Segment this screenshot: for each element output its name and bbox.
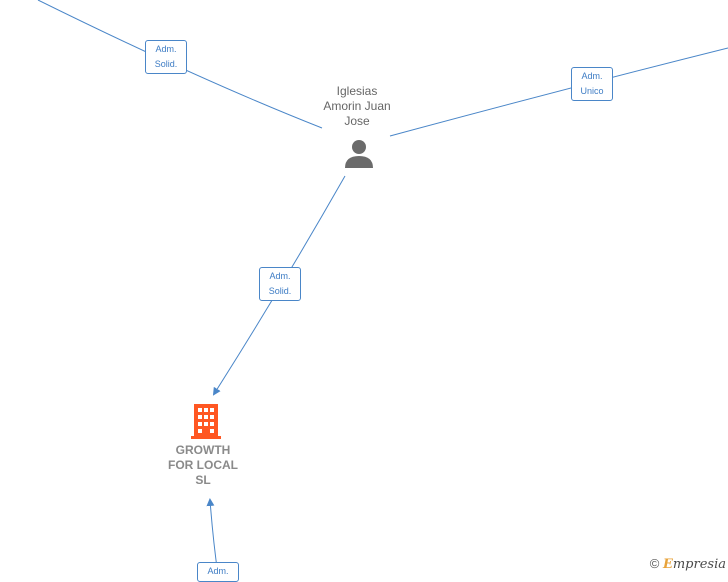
edge-label-line: Adm. [207,566,229,576]
edge-top-left [37,0,323,129]
edge-label-line: Solid. [268,286,292,296]
building-icon[interactable] [191,404,221,440]
edge-label-line: Adm. [155,44,177,54]
person-name-line: Iglesias [336,84,378,98]
edge-label-bottom[interactable]: Adm. [197,562,239,582]
company-name-line: SL [195,473,211,487]
person-icon[interactable] [344,138,374,170]
edge-label-line: Unico [580,86,604,96]
company-node-label[interactable]: GROWTH FOR LOCAL SL [153,443,253,488]
person-name-line: Jose [344,114,370,128]
edge-label-line: Adm. [269,271,291,281]
edge-label-line: Adm. [581,71,603,81]
company-name-line: FOR LOCAL [168,458,238,472]
edge-label-top-left[interactable]: Adm. Solid. [145,40,187,74]
edge-label-top-right[interactable]: Adm. Unico [571,67,613,101]
edge-label-person-company[interactable]: Adm. Solid. [259,267,301,301]
copyright-symbol: © [649,556,660,571]
edge-label-line: Solid. [154,59,178,69]
company-name-line: GROWTH [175,443,231,457]
person-node-label[interactable]: Iglesias Amorin Juan Jose [307,84,407,129]
person-name-line: Amorin Juan [323,99,391,113]
edge-top-right [389,47,728,137]
empresia-watermark: © Empresia [650,556,726,572]
brand-logo: Empresia [662,557,726,572]
